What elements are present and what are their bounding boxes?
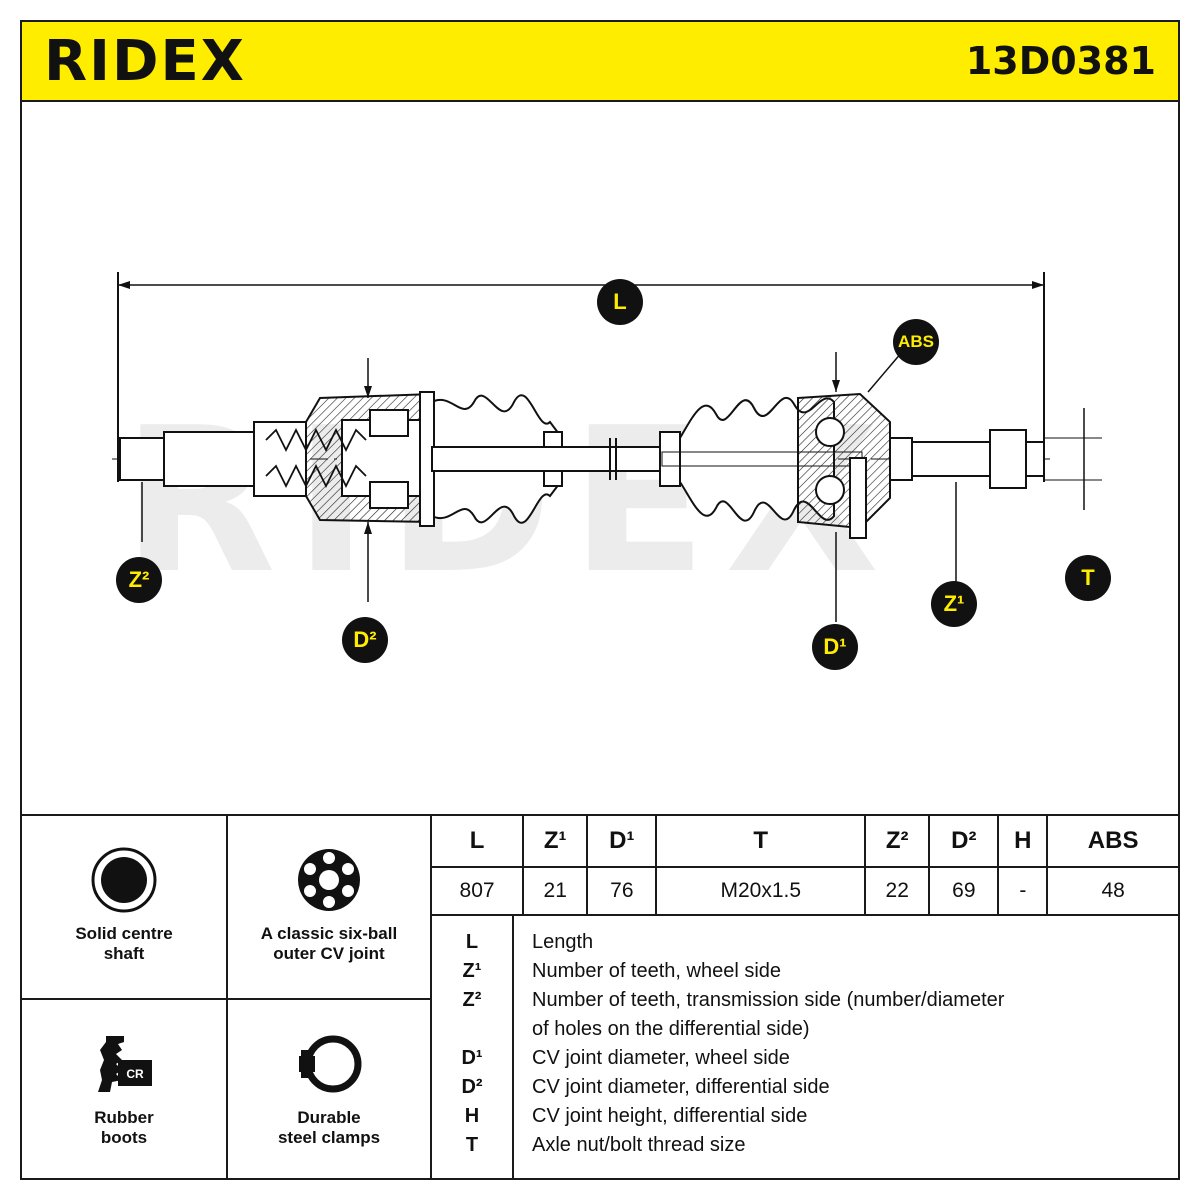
solid-shaft-icon (91, 847, 157, 913)
spec-value: 76 (587, 867, 658, 914)
callout-t: T (1065, 555, 1111, 601)
legend-row: Z¹ Number of teeth, wheel side (432, 957, 1178, 986)
legend-key: H (464, 1105, 480, 1127)
legend-text: CV joint height, differential side (532, 1105, 808, 1127)
brand-logo: RIDEX (44, 28, 246, 94)
spec-value: M20x1.5 (656, 867, 867, 914)
feature-label-line2: outer CV joint (273, 944, 385, 963)
spec-value-row: 807 21 76 M20x1.5 22 69 - 48 (432, 867, 1178, 914)
legend-key: D¹ (461, 1047, 483, 1069)
part-number: 13D0381 (965, 39, 1156, 83)
feature-label-line2: shaft (103, 944, 145, 963)
spec-table: L Z¹ D¹ T Z² D² H ABS 807 21 76 M20x1.5 … (432, 816, 1178, 916)
legend-text: CV joint diameter, differential side (532, 1076, 830, 1098)
legend-key: D² (461, 1076, 483, 1098)
feature-solid-shaft: Solid centre shaft (22, 816, 228, 1000)
legend-key-column (432, 916, 514, 1180)
spec-header: L (432, 816, 525, 868)
spec-header: D² (929, 816, 1000, 868)
legend-row: H CV joint height, differential side (432, 1102, 1178, 1131)
spec-value: 21 (523, 867, 589, 914)
spec-header: H (998, 816, 1049, 868)
legend-row: Z² Number of teeth, transmission side (nu… (432, 986, 1178, 1015)
cr-badge-text: CR (126, 1067, 144, 1081)
spec-value: 69 (929, 867, 1000, 914)
legend-key: T (465, 1134, 479, 1156)
legend: L Length Z¹ Number of teeth, wheel side Z²… (432, 916, 1178, 1180)
feature-label-line1: Durable (297, 1108, 361, 1127)
spec-header: Z¹ (523, 816, 589, 868)
legend-row: D¹ CV joint diameter, wheel side (432, 1044, 1178, 1073)
callout-d1: D¹ (812, 624, 858, 670)
spec-header: T (656, 816, 867, 868)
callout-z1: Z¹ (931, 581, 977, 627)
legend-row: T Axle nut/bolt thread size (432, 1131, 1178, 1160)
feature-steel-clamps: Durable steel clamps (228, 1000, 432, 1180)
feature-six-ball-joint: A classic six-ball outer CV joint (228, 816, 432, 1000)
callout-z2: Z² (116, 557, 162, 603)
rubber-boot-icon: CR (98, 1036, 152, 1092)
spec-value: 807 (432, 867, 525, 914)
spec-value: - (998, 867, 1049, 914)
drive-shaft-drawing (112, 272, 1102, 622)
spec-header: ABS (1047, 816, 1178, 868)
product-sheet: RIDEX 13D0381 RIDEX (20, 20, 1180, 1180)
legend-text: Axle nut/bolt thread size (532, 1134, 746, 1156)
steel-clamp-icon (299, 1035, 362, 1093)
legend-key: Z² (462, 989, 482, 1011)
spec-header: Z² (865, 816, 931, 868)
legend-text: of holes on the differential side) (532, 1018, 810, 1040)
legend-row: L Length (432, 928, 1178, 957)
legend-key: Z¹ (462, 960, 482, 982)
callout-l: L (597, 279, 643, 325)
feature-label-line2: boots (100, 1128, 148, 1147)
six-ball-joint-icon (298, 849, 360, 911)
legend-text: Length (532, 931, 594, 953)
header-bar: RIDEX 13D0381 (22, 22, 1178, 102)
feature-label-line2: steel clamps (277, 1128, 381, 1147)
legend-text: CV joint diameter, wheel side (532, 1047, 790, 1069)
feature-label-line1: A classic six-ball (260, 924, 398, 943)
spec-value: 48 (1101, 879, 1125, 902)
abs-ring (849, 457, 867, 539)
legend-row: D² CV joint diameter, differential side (432, 1073, 1178, 1102)
feature-label-line1: Solid centre (75, 924, 173, 943)
legend-text: Number of teeth, wheel side (532, 960, 782, 982)
spec-header-row: L Z¹ D¹ T Z² D² H ABS (432, 816, 1178, 868)
feature-label-line1: Rubber (94, 1108, 154, 1127)
spec-header: D¹ (587, 816, 658, 868)
spec-value: 22 (865, 867, 931, 914)
callout-d2: D² (342, 617, 388, 663)
callout-abs: ABS (893, 319, 939, 365)
feature-rubber-boots: CR Rubber boots (22, 1000, 228, 1180)
info-panel: Solid centre shaft A classic six-ball ou… (22, 814, 1178, 1180)
legend-row: of holes on the differential side) (432, 1015, 1178, 1044)
technical-drawing: RIDEX (22, 102, 1178, 816)
legend-key: L (465, 931, 479, 953)
legend-text: Number of teeth, transmission side (numb… (532, 989, 1005, 1011)
